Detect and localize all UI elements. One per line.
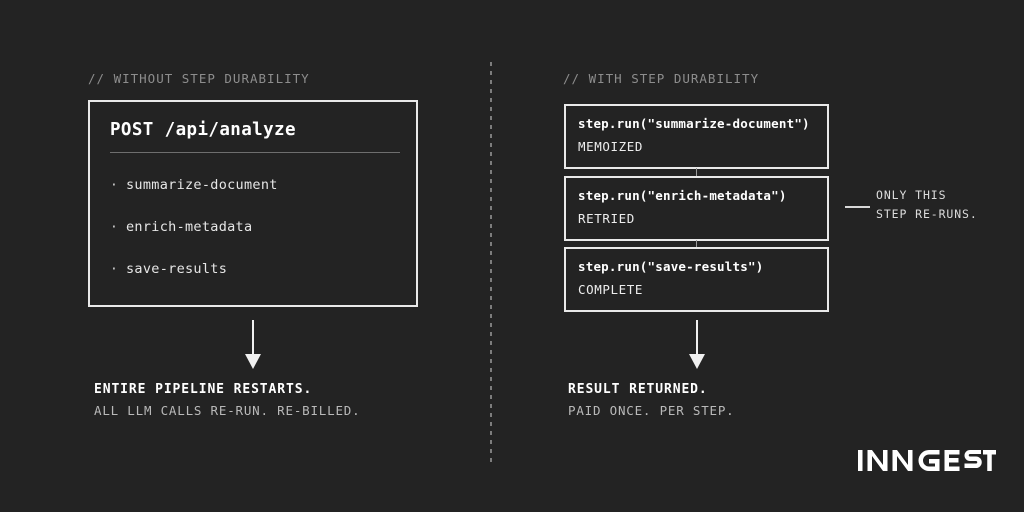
step-connector (696, 240, 697, 248)
pipeline-step-label: save-results (126, 261, 228, 277)
step-call-signature: step.run("enrich-metadata") (578, 188, 787, 203)
pipeline-step-label: summarize-document (126, 177, 278, 193)
arrow-head (689, 354, 705, 369)
outcome-detail: PAID ONCE. PER STEP. (568, 403, 735, 418)
outcome-detail: ALL LLM CALLS RE-RUN. RE-BILLED. (94, 403, 361, 418)
arrow-shaft (252, 320, 254, 356)
down-arrow-icon (688, 320, 706, 370)
inngest-logo (858, 447, 996, 474)
step-box-summarize-document: step.run("summarize-document") MEMOIZED (564, 104, 829, 169)
monolithic-request-box: POST /api/analyze · summarize-document ·… (88, 100, 418, 307)
status-badge: COMPLETE (578, 282, 644, 297)
bullet-icon: · (110, 219, 119, 235)
callout-leader-line (845, 206, 870, 208)
outcome-headline: ENTIRE PIPELINE RESTARTS. (94, 382, 313, 397)
status-badge: MEMOIZED (578, 139, 644, 154)
right-outcome-caption: RESULT RETURNED. PAID ONCE. PER STEP. (568, 380, 735, 422)
request-endpoint-title: POST /api/analyze (110, 120, 296, 140)
arrow-head (245, 354, 261, 369)
column-divider (490, 62, 492, 463)
callout-line-2: STEP RE-RUNS. (876, 207, 978, 221)
left-outcome-caption: ENTIRE PIPELINE RESTARTS. ALL LLM CALLS … (94, 380, 360, 422)
retry-callout: ONLY THIS STEP RE-RUNS. (876, 186, 978, 224)
step-call-signature: step.run("save-results") (578, 259, 764, 274)
step-box-save-results: step.run("save-results") COMPLETE (564, 247, 829, 312)
down-arrow-icon (244, 320, 262, 370)
bullet-icon: · (110, 261, 119, 277)
list-item: · summarize-document (110, 164, 402, 206)
step-box-enrich-metadata: step.run("enrich-metadata") RETRIED (564, 176, 829, 241)
title-divider-rule (110, 152, 400, 153)
left-column-label: // WITHOUT STEP DURABILITY (88, 71, 310, 86)
pipeline-step-label: enrich-metadata (126, 219, 253, 235)
status-badge: RETRIED (578, 211, 635, 226)
step-call-signature: step.run("summarize-document") (578, 116, 810, 131)
callout-line-1: ONLY THIS (876, 188, 947, 202)
arrow-shaft (696, 320, 698, 356)
pipeline-step-list: · summarize-document · enrich-metadata ·… (110, 164, 402, 290)
bullet-icon: · (110, 177, 119, 193)
step-connector (696, 168, 697, 176)
list-item: · enrich-metadata (110, 206, 402, 248)
outcome-headline: RESULT RETURNED. (568, 382, 708, 397)
right-column-label: // WITH STEP DURABILITY (563, 71, 760, 86)
list-item: · save-results (110, 248, 402, 290)
